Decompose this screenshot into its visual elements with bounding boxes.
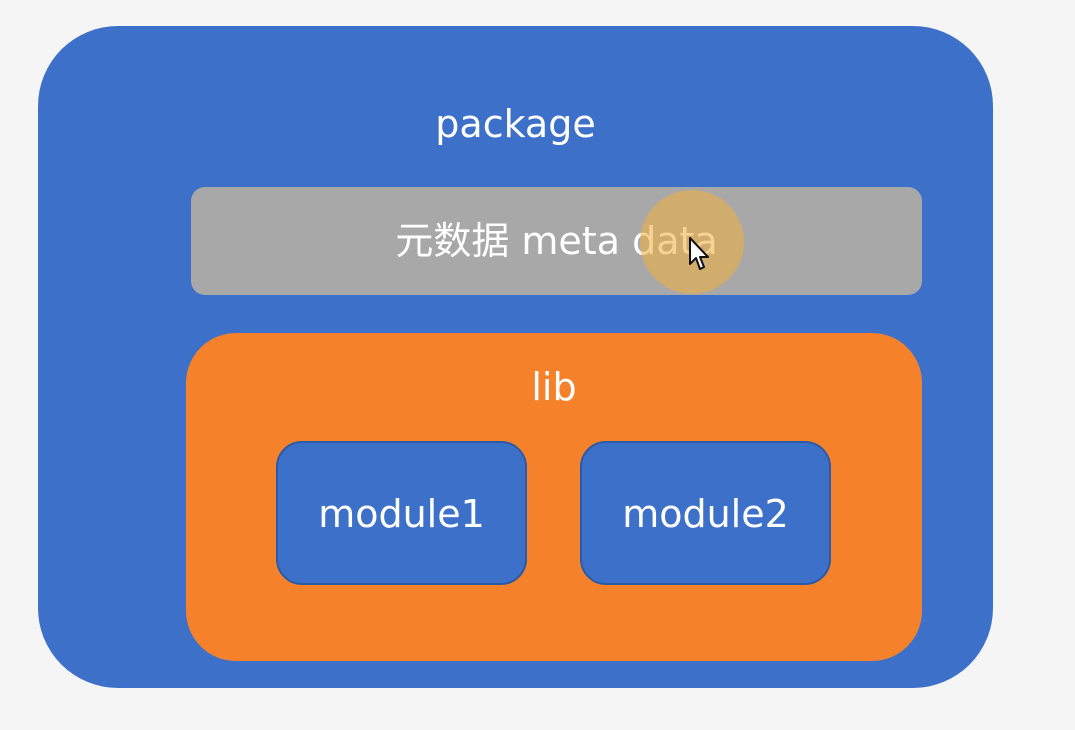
module1-label: module1	[318, 492, 485, 536]
metadata-label: 元数据 meta data	[395, 219, 718, 263]
lib-label: lib	[531, 365, 577, 409]
package-label: package	[435, 102, 596, 146]
metadata-bar: 元数据 meta data	[191, 187, 922, 295]
module2-label: module2	[622, 492, 789, 536]
lib-box: lib module1 module2	[186, 333, 922, 661]
mouse-pointer-icon	[689, 237, 709, 270]
module1-box: module1	[276, 441, 527, 585]
package-box: package 元数据 meta data lib module1 module…	[38, 26, 993, 688]
module2-box: module2	[580, 441, 831, 585]
